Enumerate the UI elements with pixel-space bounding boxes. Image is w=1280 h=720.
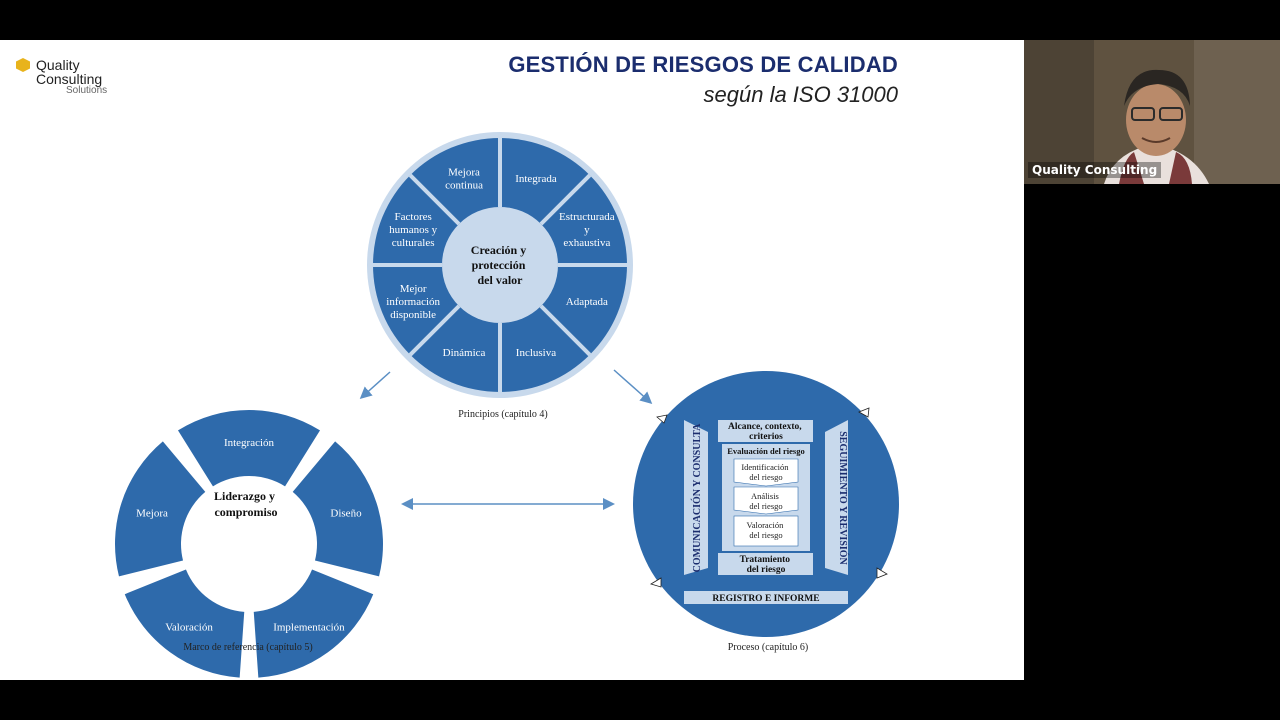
logo-line2: Consulting xyxy=(36,71,103,87)
treatment-box xyxy=(718,553,813,575)
principle-label: Inclusiva xyxy=(516,347,556,359)
participant-name: Quality Consulting xyxy=(1028,162,1162,178)
framework-ring: Liderazgo y compromiso IntegraciónDiseño… xyxy=(115,410,383,678)
principle-label-line: y xyxy=(584,224,590,236)
principle-label-line: continua xyxy=(445,180,483,192)
cycle-marker xyxy=(876,567,888,579)
logo-line3: Solutions xyxy=(66,85,108,96)
company-logo: Quality Consulting Solutions xyxy=(16,58,107,96)
cycle-marker xyxy=(858,407,870,418)
principles-divider xyxy=(408,304,461,357)
framework-caption: Marco de referencia (capítulo 5) xyxy=(183,642,312,653)
webcam-tile: Quality Consulting xyxy=(1024,40,1280,184)
analysis-line: del riesgo xyxy=(749,501,782,511)
principle-label-line: Mejora xyxy=(448,167,480,179)
principles-divider xyxy=(539,304,592,357)
framework-segment xyxy=(253,569,374,678)
evaluation-box xyxy=(733,515,799,547)
analysis-text: Análisis del riesgo xyxy=(749,491,782,511)
framework-label: Valoración xyxy=(165,622,213,634)
framework-segment xyxy=(124,569,245,678)
principle-label-line: información xyxy=(386,296,440,308)
evaluation-line: del riesgo xyxy=(749,530,782,540)
principle-label-line: culturales xyxy=(392,237,435,249)
cycle-marker xyxy=(656,414,668,424)
logo-line1: Quality xyxy=(36,57,80,73)
principle-label-line: Inclusiva xyxy=(516,347,556,359)
analysis-box xyxy=(733,486,799,515)
treatment-line: Tratamiento xyxy=(740,555,791,565)
framework-label: Mejora xyxy=(136,507,168,519)
principles-center-line: Creación y xyxy=(471,243,526,257)
communication-label: COMUNICACIÓN Y CONSULTA xyxy=(691,423,703,572)
principle-label: Integrada xyxy=(515,173,557,185)
principles-center-text: Creación y protección del valor xyxy=(471,243,529,287)
process-circle: COMUNICACIÓN Y CONSULTA SEGUIMIENTO Y RE… xyxy=(633,371,899,637)
principle-label-line: disponible xyxy=(390,309,436,321)
principles-center-line: del valor xyxy=(478,273,524,287)
framework-label: Diseño xyxy=(330,507,362,519)
principle-label-line: Integrada xyxy=(515,173,557,185)
presentation-slide: Quality Consulting Solutions GESTIÓN DE … xyxy=(0,40,1024,680)
framework-segment xyxy=(292,441,383,577)
recording-label: REGISTRO E INFORME xyxy=(712,594,819,604)
process-caption: Proceso (capítulo 6) xyxy=(728,642,809,653)
communication-bar xyxy=(684,420,708,575)
principles-center-line: protección xyxy=(472,258,526,272)
scope-text: Alcance, contexto, criterios xyxy=(728,422,804,442)
principle-label-line: Estructurada xyxy=(559,211,615,223)
framework-label: Integración xyxy=(224,437,275,449)
slide-subtitle: según la ISO 31000 xyxy=(703,82,898,107)
principles-divider xyxy=(408,173,461,226)
principles-center xyxy=(442,207,558,323)
treatment-text: Tratamiento del riesgo xyxy=(740,555,793,575)
recording-bar xyxy=(684,591,848,604)
webcam-video xyxy=(1024,40,1280,184)
analysis-line: Análisis xyxy=(751,491,779,501)
principles-divider xyxy=(539,173,592,226)
framework-label: Implementación xyxy=(273,622,345,634)
framework-center-line: compromiso xyxy=(214,505,277,519)
identification-box xyxy=(733,458,799,487)
evaluation-line: Valoración xyxy=(747,520,785,530)
scope-box xyxy=(718,420,813,442)
principle-label-line: Dinámica xyxy=(443,347,486,359)
principle-label-line: Adaptada xyxy=(566,296,608,308)
cycle-marker xyxy=(650,577,662,588)
monitoring-bar xyxy=(825,420,848,575)
principle-label-line: humanos y xyxy=(389,224,437,236)
slide-title-block: GESTIÓN DE RIESGOS DE CALIDAD según la I… xyxy=(508,52,898,108)
identification-text: Identificación del riesgo xyxy=(741,462,790,482)
principle-label-line: Mejor xyxy=(400,283,427,295)
evaluation-text: Valoración del riesgo xyxy=(747,520,786,540)
identification-line: del riesgo xyxy=(749,472,782,482)
scope-line: criterios xyxy=(749,432,783,442)
principles-caption: Principios (capítulo 4) xyxy=(458,409,547,420)
logo-cube-icon xyxy=(16,58,30,72)
assessment-title: Evaluación del riesgo xyxy=(727,446,804,456)
scope-line: Alcance, contexto, xyxy=(728,422,802,432)
framework-segment xyxy=(115,441,206,577)
arrow-to-process xyxy=(613,369,653,404)
arrow-to-framework xyxy=(359,371,391,399)
principle-label-line: Factores xyxy=(395,211,432,223)
slide-title: GESTIÓN DE RIESGOS DE CALIDAD xyxy=(508,52,898,77)
framework-center-text: Liderazgo y compromiso xyxy=(214,489,278,519)
identification-line: Identificación xyxy=(741,462,789,472)
principle-label: Dinámica xyxy=(443,347,486,359)
monitoring-label: SEGUIMIENTO Y REVISIÓN xyxy=(837,431,849,565)
principle-label-line: exhaustiva xyxy=(563,237,610,249)
framework-segment xyxy=(177,410,321,487)
framework-center-line: Liderazgo y xyxy=(214,489,275,503)
treatment-line: del riesgo xyxy=(747,565,786,575)
principle-label: Adaptada xyxy=(566,296,608,308)
